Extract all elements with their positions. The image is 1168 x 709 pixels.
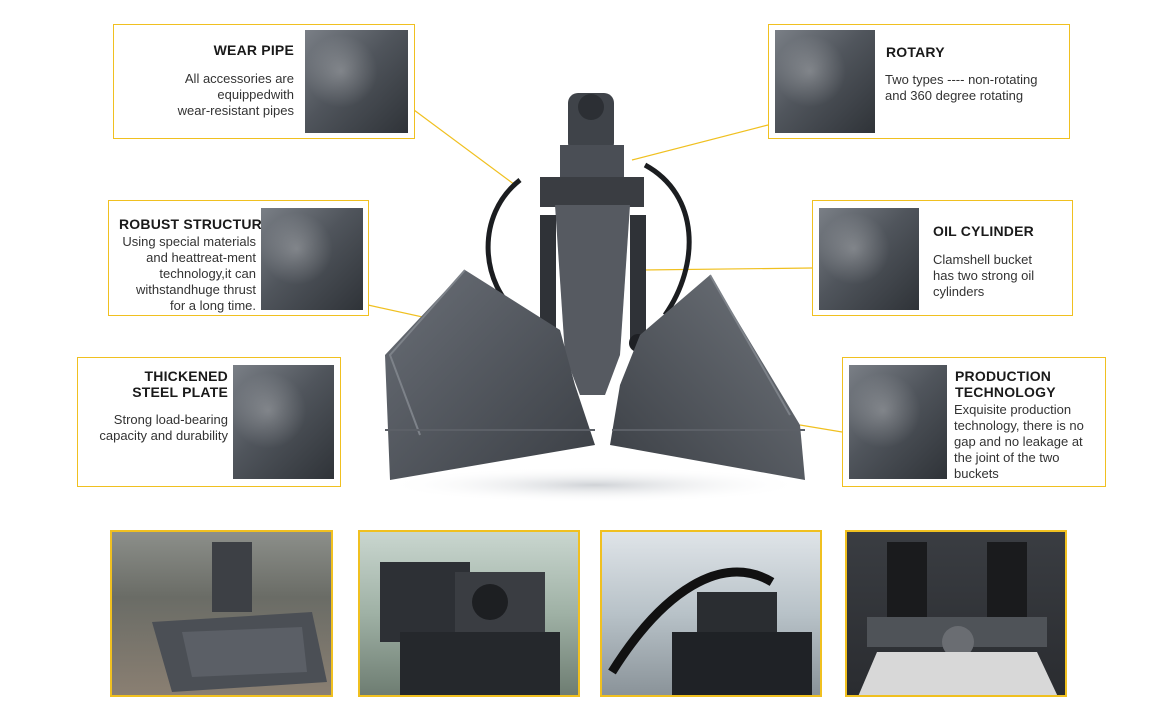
rotary-detail-image [380,562,560,695]
clamshell-grab-illustration [385,93,805,503]
wear-pipe-photo [305,30,408,133]
desc-line: capacity and durability [99,428,228,443]
rotary-desc: Two types ---- non-rotating and 360 degr… [885,72,1037,104]
rotary-photo [775,30,875,133]
desc-line: for a long time. [170,298,256,313]
hose-detail-image [608,567,812,695]
desc-line: buckets [954,466,999,481]
desc-line: cylinders [933,284,985,299]
wear-pipe-desc: All accessories are equippedwith wear-re… [178,71,294,119]
thickened-steel-desc: Strong load-bearing capacity and durabil… [99,412,228,444]
desc-line: Clamshell bucket [933,252,1032,267]
title-line: THICKENED [144,368,228,384]
thickened-steel-photo [233,365,334,479]
callout-wear-pipe: WEAR PIPE All accessories are equippedwi… [113,24,415,139]
grab-in-workshop-image [152,542,327,692]
desc-line: Strong load-bearing [113,412,228,427]
bottom-photo-hose-detail [600,530,822,697]
production-photo [849,365,947,479]
callout-oil-cylinder: OIL CYLINDER Clamshell bucket has two st… [812,200,1073,316]
desc-line: technology,it can [159,266,256,281]
desc-line: the joint of the two [954,450,1060,465]
robust-structure-photo [261,208,363,310]
desc-line: Two types ---- non-rotating [885,72,1038,87]
desc-line: equippedwith [217,87,294,102]
callout-rotary: ROTARY Two types ---- non-rotating and 3… [768,24,1070,139]
cylinder-detail-image [858,542,1058,695]
desc-line: All accessories are [184,71,294,86]
rotary-title: ROTARY [886,44,945,60]
production-title: PRODUCTION TECHNOLOGY [955,368,1056,400]
bottom-photo-workshop [110,530,333,697]
title-line: PRODUCTION [955,368,1052,384]
desc-line: withstandhuge thrust [136,282,256,297]
production-desc: Exquisite production technology, there i… [954,402,1084,482]
bottom-photo-rotary-detail [358,530,580,697]
desc-line: and 360 degree rotating [885,88,1024,103]
desc-line: wear-resistant pipes [177,103,294,118]
desc-line: Exquisite production [954,402,1072,417]
robust-structure-title: ROBUST STRUCTURE [119,216,272,232]
robust-structure-desc: Using special materials and heattreat-me… [122,234,256,314]
title-line: TECHNOLOGY [955,384,1056,400]
desc-line: has two strong oil [933,268,1035,283]
oil-cylinder-photo [819,208,919,310]
desc-line: gap and no leakage at [954,434,1083,449]
callout-production-technology: PRODUCTION TECHNOLOGY Exquisite producti… [842,357,1106,487]
wear-pipe-title: WEAR PIPE [213,42,294,58]
callout-robust-structure: ROBUST STRUCTURE Using special materials… [108,200,369,316]
thickened-steel-title: THICKENED STEEL PLATE [132,368,228,400]
oil-cylinder-title: OIL CYLINDER [933,223,1034,239]
title-line: STEEL PLATE [132,384,228,400]
desc-line: and heattreat-ment [146,250,256,265]
oil-cylinder-desc: Clamshell bucket has two strong oil cyli… [933,252,1034,300]
desc-line: technology, there is no [954,418,1084,433]
bottom-photo-cylinder-detail [845,530,1067,697]
callout-thickened-steel-plate: THICKENED STEEL PLATE Strong load-bearin… [77,357,341,487]
desc-line: Using special materials [122,234,256,249]
